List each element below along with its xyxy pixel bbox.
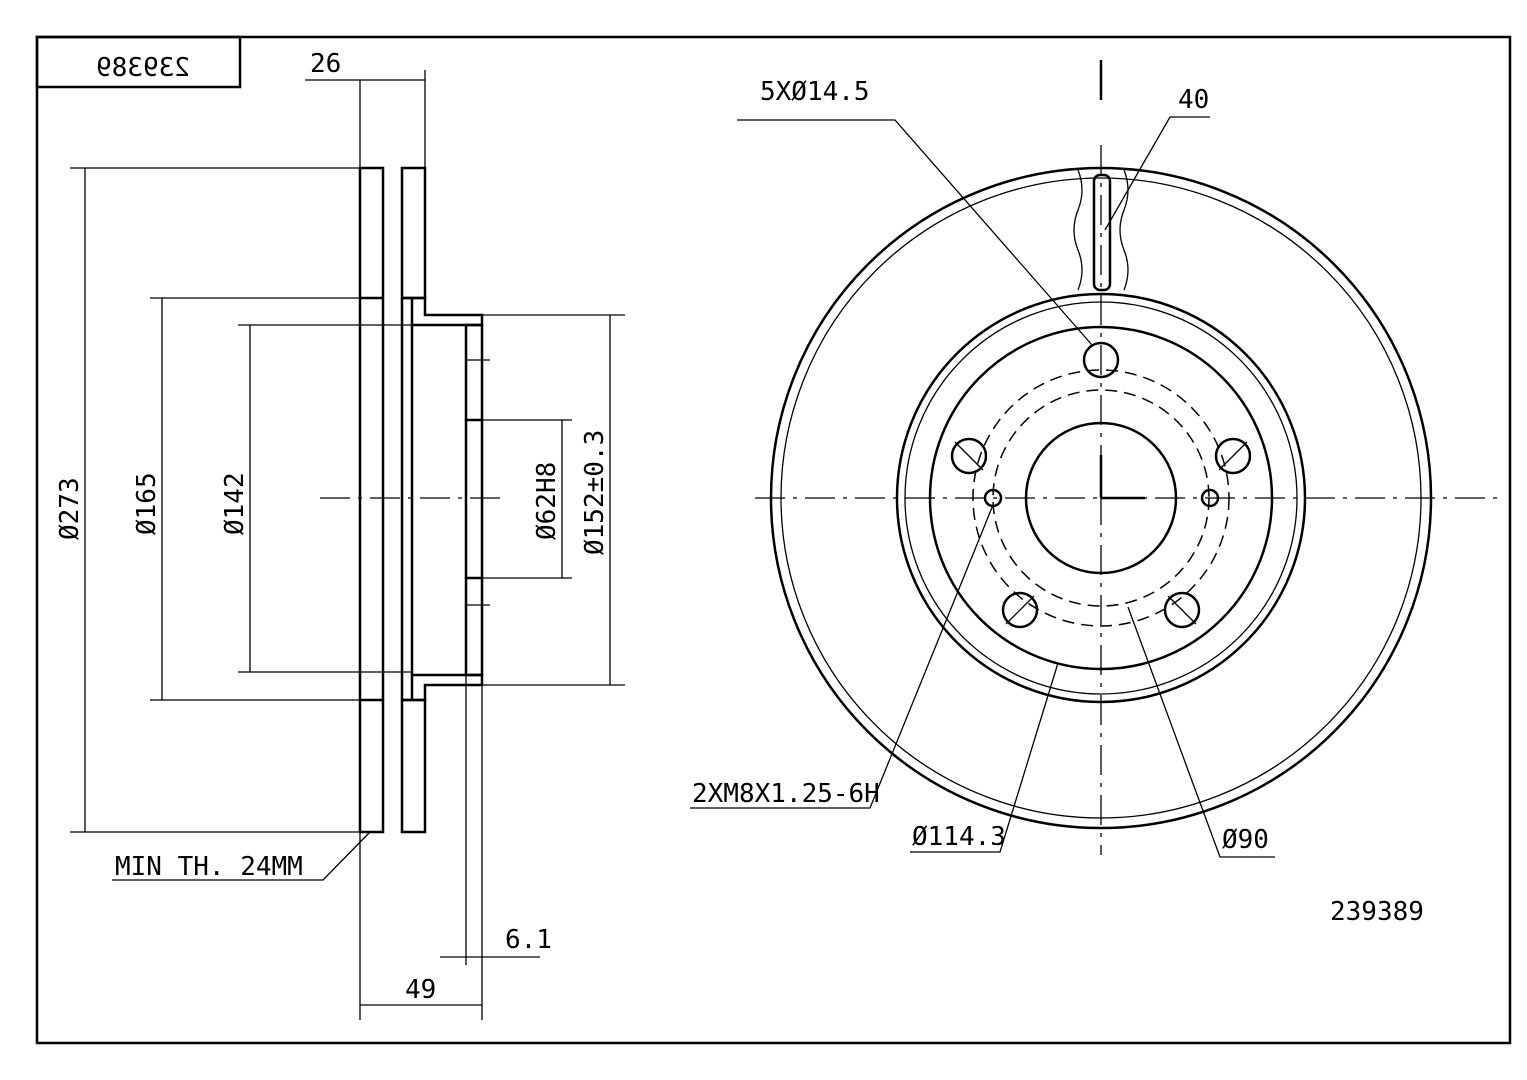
height-49-label: 49 [405, 975, 436, 1005]
hub-diameter-label: Ø152±0.3 [580, 430, 610, 555]
bolt-holes-label: 5XØ14.5 [760, 77, 870, 107]
d165-label: Ø165 [132, 472, 162, 535]
title-box [35, 35, 242, 89]
min-thickness-label: MIN TH. 24MM [115, 852, 303, 882]
width-26-label: 26 [310, 49, 341, 79]
inner-diameter-label: Ø90 [1222, 825, 1269, 855]
threaded-holes-label: 2XM8X1.25-6H [692, 779, 880, 809]
outer-diameter-label: Ø273 [55, 477, 85, 540]
vent-width-label: 40 [1178, 85, 1209, 115]
part-number: 239389 [1330, 897, 1424, 927]
mirrored-part-number: 239389 [96, 53, 190, 83]
pcd-label: Ø114.3 [912, 822, 1006, 852]
center-bore-label: Ø62H8 [532, 462, 562, 540]
offset-6-1-label: 6.1 [505, 925, 552, 955]
front-view: 5XØ14.5 40 2XM8X1.25-6H Ø114.3 Ø90 [690, 60, 1500, 858]
side-view: 26 Ø273 Ø165 Ø142 Ø62H8 Ø152±0.3 MIN TH.… [55, 49, 625, 1020]
d142-label: Ø142 [220, 472, 250, 535]
drawing-border [35, 35, 1512, 1045]
